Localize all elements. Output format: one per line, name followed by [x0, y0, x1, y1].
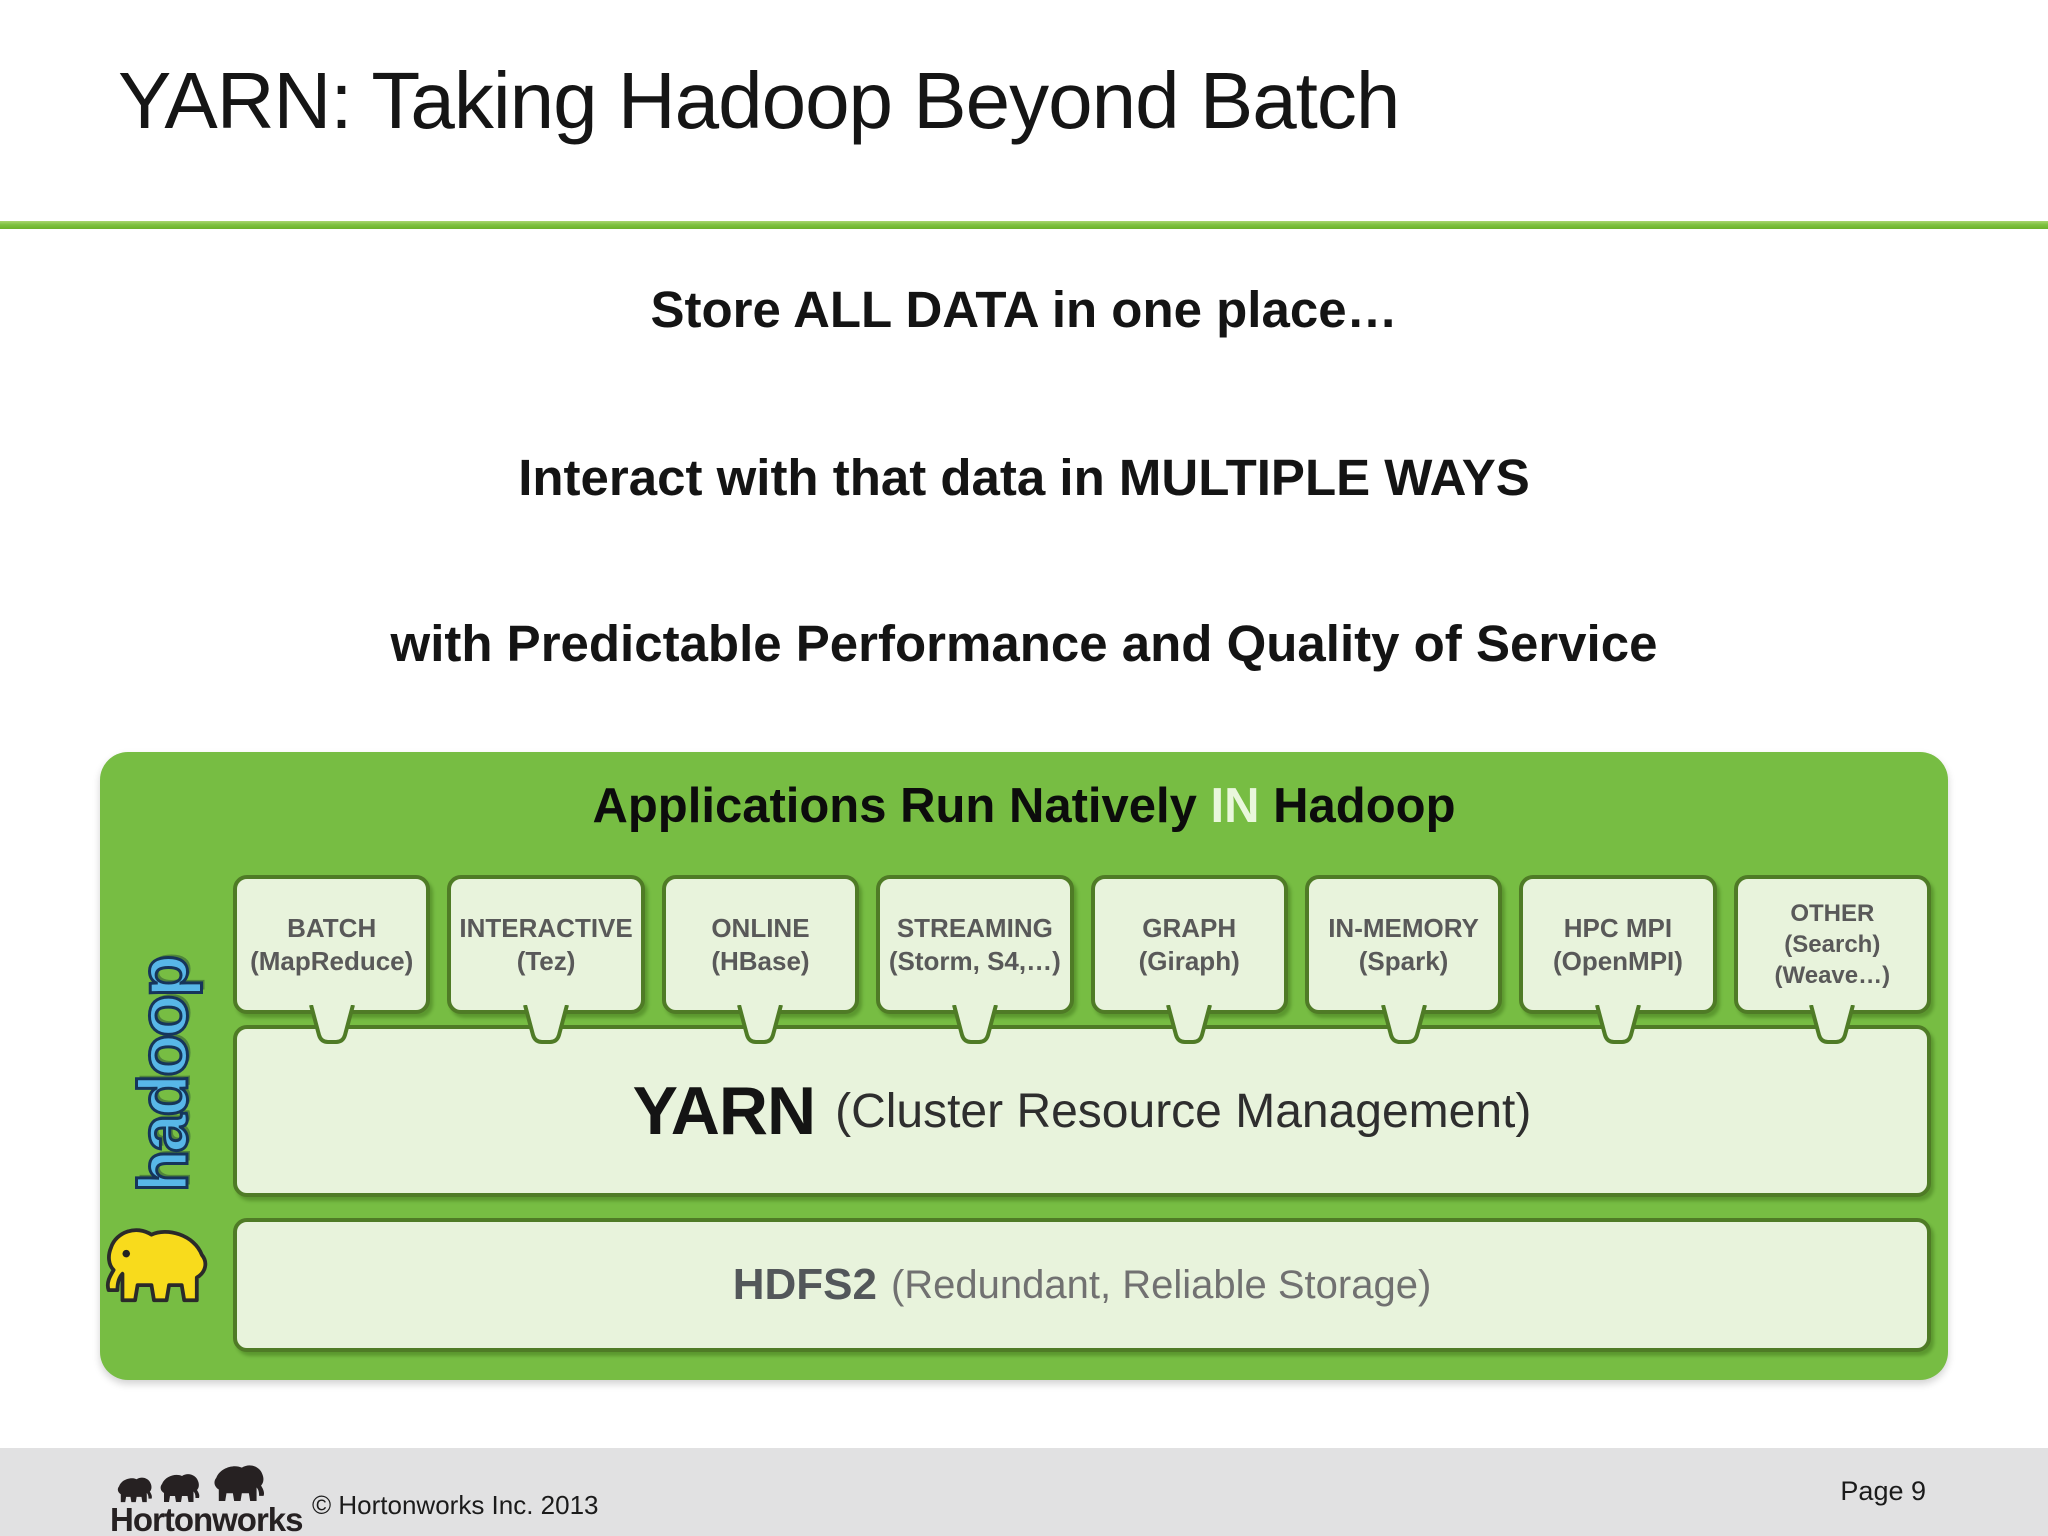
app-box-subtitle: (Storm, S4,…) — [888, 945, 1061, 976]
callout-tail — [1380, 1005, 1427, 1044]
diagram-header: Applications Run Natively IN Hadoop — [100, 778, 1948, 834]
app-box-graph: GRAPH (Giraph) — [1090, 875, 1288, 1044]
app-box-subtitle2: (Weave…) — [1774, 962, 1891, 989]
app-box-title: OTHER — [1790, 900, 1875, 927]
diagram-header-pre: Applications Run Natively — [592, 779, 1211, 833]
app-box-streaming: STREAMING (Storm, S4,…) — [876, 875, 1074, 1044]
hortonworks-wordmark: Hortonworks — [110, 1501, 304, 1536]
hadoop-stack-diagram: Applications Run Natively IN Hadoop hado… — [100, 752, 1948, 1380]
app-box-subtitle: (MapReduce) — [250, 945, 414, 976]
hortonworks-logo: Hortonworks — [110, 1452, 330, 1536]
callout-tail — [737, 1005, 784, 1044]
app-box-subtitle: (Spark) — [1358, 945, 1449, 976]
hadoop-elephant-icon — [105, 1228, 208, 1303]
page-number: Page 9 — [1840, 1476, 1926, 1506]
hdfs-layer-title: HDFS2 — [732, 1260, 877, 1309]
slide-footer: Hortonworks © Hortonworks Inc. 2013 Page… — [0, 1448, 2048, 1536]
copyright-text: © Hortonworks Inc. 2013 — [312, 1490, 599, 1520]
app-box-batch: BATCH (MapReduce) — [233, 875, 431, 1044]
hdfs-layer-subtitle: (Redundant, Reliable Storage) — [890, 1262, 1432, 1307]
app-box-subtitle: (Giraph) — [1138, 945, 1240, 976]
application-boxes-row: BATCH (MapReduce) INTERACTIVE (Tez) ONLI… — [233, 875, 1931, 1044]
app-box-subtitle: (Search) — [1784, 931, 1881, 958]
app-box-other: OTHER (Search) (Weave…) — [1733, 875, 1931, 1044]
callout-tail — [1809, 1005, 1856, 1044]
app-box-online: ONLINE (HBase) — [661, 875, 860, 1044]
slide-title: YARN: Taking Hadoop Beyond Batch — [118, 56, 1400, 145]
title-divider-rule — [0, 221, 2048, 229]
app-box-title: GRAPH — [1142, 912, 1237, 943]
app-box-title: ONLINE — [711, 912, 810, 943]
app-box-title: HPC MPI — [1563, 912, 1673, 943]
app-box-title: INTERACTIVE — [459, 912, 633, 943]
callout-tail — [308, 1005, 355, 1044]
statement-interact-multiple-ways: Interact with that data in MULTIPLE WAYS — [518, 449, 1530, 506]
statement-predictable-performance: with Predictable Performance and Quality… — [390, 615, 1658, 672]
yarn-layer-title: YARN — [632, 1073, 816, 1149]
app-box-title: STREAMING — [896, 912, 1053, 943]
hdfs-layer-bar: HDFS2 (Redundant, Reliable Storage) — [233, 1218, 1931, 1352]
callout-tail — [951, 1005, 998, 1044]
app-box-subtitle: (HBase) — [711, 945, 810, 976]
app-box-title: IN-MEMORY — [1328, 912, 1479, 943]
app-box-title: BATCH — [287, 912, 377, 943]
callout-tail — [1166, 1005, 1213, 1044]
app-box-hpc-mpi: HPC MPI (OpenMPI) — [1519, 875, 1717, 1044]
app-box-in-memory: IN-MEMORY (Spark) — [1304, 875, 1503, 1044]
diagram-header-highlight: IN — [1210, 779, 1260, 833]
app-box-subtitle: (OpenMPI) — [1552, 945, 1683, 976]
app-box-interactive: INTERACTIVE (Tez) — [447, 875, 645, 1044]
app-box-subtitle: (Tez) — [516, 945, 576, 976]
hortonworks-elephants-icon — [117, 1465, 265, 1503]
callout-tail — [1595, 1005, 1641, 1044]
yarn-layer-subtitle: (Cluster Resource Management) — [835, 1084, 1532, 1138]
statement-store-all-data: Store ALL DATA in one place… — [650, 281, 1398, 338]
callout-tail — [523, 1005, 569, 1044]
yarn-layer-bar: YARN (Cluster Resource Management) — [233, 1025, 1931, 1197]
diagram-header-post: Hadoop — [1259, 779, 1456, 833]
